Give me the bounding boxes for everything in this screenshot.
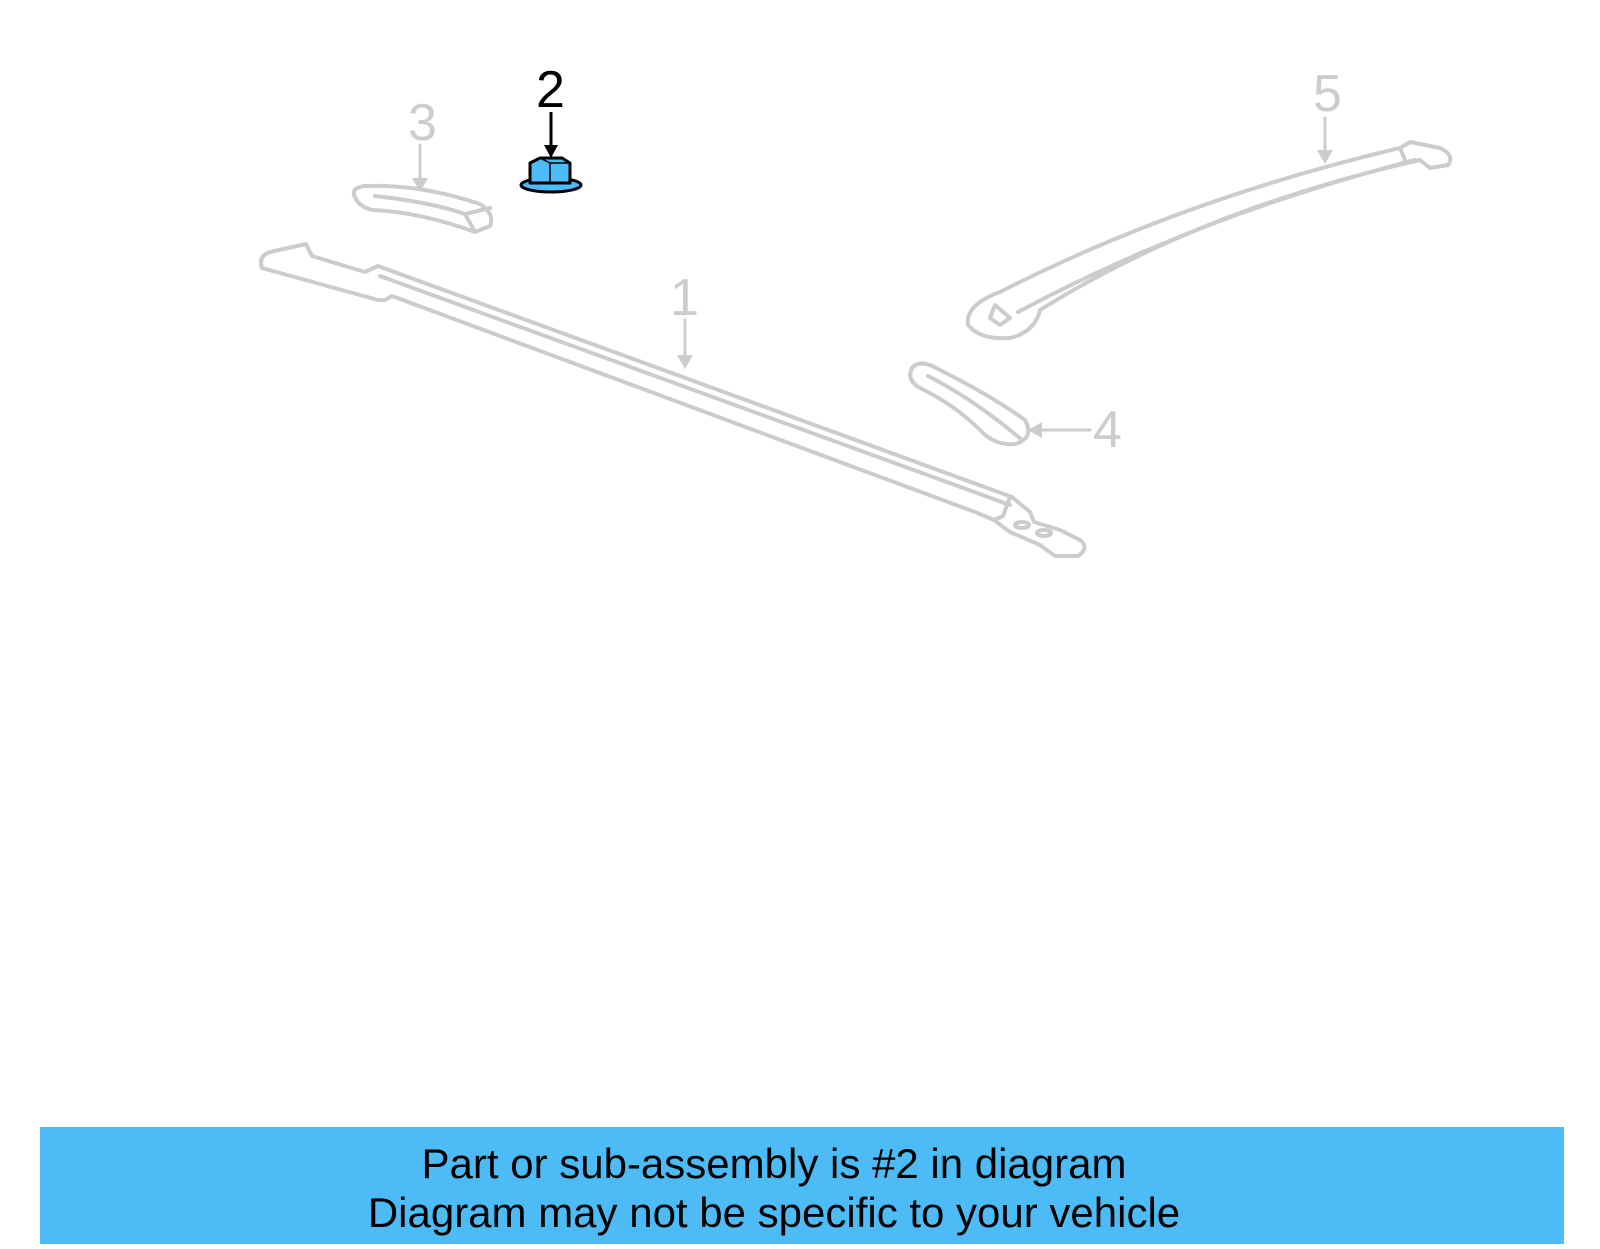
callout-2[interactable]: 2 <box>536 61 565 119</box>
callout-5: 5 <box>1313 65 1342 123</box>
part-2-nut-highlighted[interactable] <box>519 112 583 194</box>
callout-1: 1 <box>670 269 699 327</box>
leader-arrows <box>418 116 1327 432</box>
part-3-end-cap <box>351 183 494 234</box>
banner-disclaimer-line: Diagram may not be specific to your vehi… <box>367 1189 1181 1236</box>
part-5-cross-bar <box>965 140 1453 341</box>
callout-4: 4 <box>1093 401 1122 459</box>
banner-part-line: Part or sub-assembly is #2 in diagram <box>421 1140 1127 1187</box>
callout-3: 3 <box>408 94 437 152</box>
part-4-cover <box>908 361 1031 447</box>
info-banner: Part or sub-assembly is #2 in diagram Di… <box>40 1127 1564 1244</box>
parts-diagram <box>259 112 1453 558</box>
part-1-roof-rail <box>259 242 1087 558</box>
